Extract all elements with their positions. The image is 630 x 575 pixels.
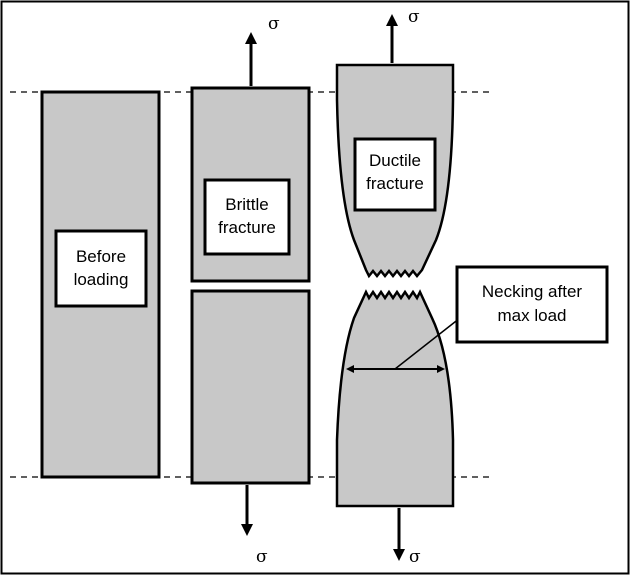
- ductile-stress-symbol-bottom: σ: [409, 547, 421, 567]
- before-loading-label-line2: loading: [74, 270, 129, 289]
- before-loading-label-line1: Before: [76, 247, 126, 266]
- ductile-stress-symbol-top: σ: [408, 7, 420, 27]
- necking-callout-leader: [394, 317, 461, 370]
- necking-label-line2: max load: [498, 306, 567, 325]
- necking-label-line1: Necking after: [482, 282, 582, 301]
- ductile-fracture-label-box: [353, 137, 437, 212]
- brittle-stress-symbol-bottom: σ: [256, 547, 268, 567]
- brittle-fracture-label-box: [203, 178, 291, 256]
- before-loading-label-box: [54, 229, 148, 308]
- brittle-lower-piece: [190, 289, 311, 485]
- ductile-lower-piece: [335, 289, 455, 508]
- brittle-fracture-label-line2: fracture: [218, 218, 276, 237]
- brittle-stress-symbol-top: σ: [268, 14, 280, 34]
- ductile-fracture-label-line2: fracture: [366, 174, 424, 193]
- necking-label-box: [455, 265, 609, 344]
- brittle-fracture-label-line1: Brittle: [225, 195, 268, 214]
- ductile-fracture-label-line1: Ductile: [369, 151, 421, 170]
